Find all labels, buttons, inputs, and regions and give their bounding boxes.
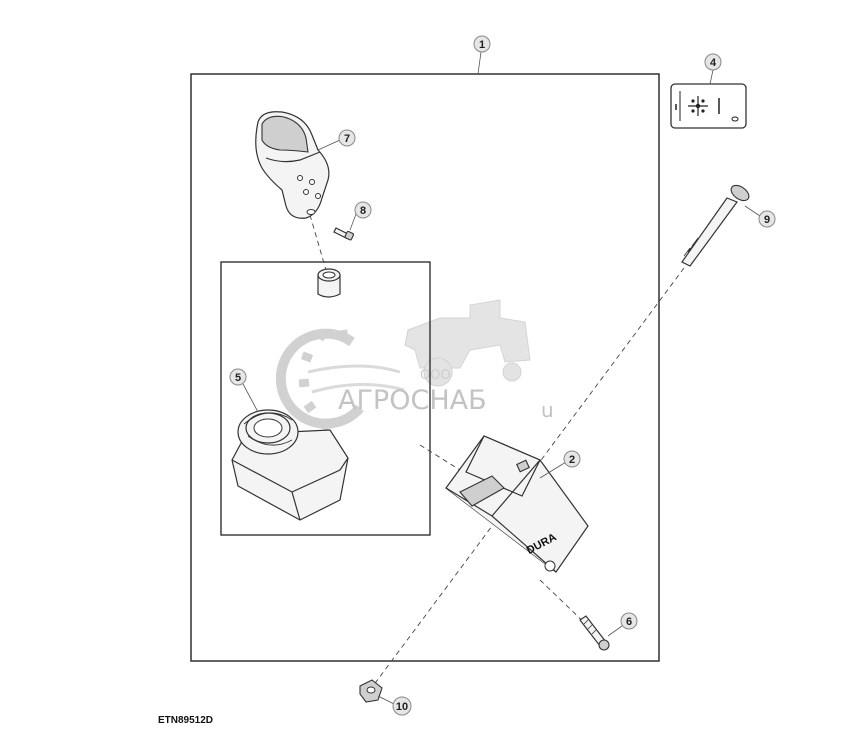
callout-5: 5 [229, 368, 247, 386]
shift-pattern-decal-icon [670, 83, 747, 129]
svg-text:9: 9 [764, 214, 770, 226]
svg-text:1: 1 [479, 39, 485, 51]
main-assembly-frame [190, 73, 660, 662]
inner-detail-frame [220, 261, 431, 536]
callout-4: 4 [704, 53, 722, 71]
screw-icon [579, 615, 610, 651]
shaft-sleeve-icon [317, 268, 341, 298]
callout-1: 1 [473, 35, 491, 53]
bolt-icon [681, 184, 750, 267]
callout-2: 2 [563, 450, 581, 468]
shift-knob-icon [255, 111, 330, 219]
drawing-code: ETN89512D [158, 715, 213, 726]
callout-7: 7 [338, 129, 356, 147]
svg-text:6: 6 [626, 616, 632, 628]
svg-text:2: 2 [569, 454, 575, 466]
svg-text:10: 10 [396, 701, 408, 713]
svg-text:4: 4 [710, 57, 717, 69]
callout-8: 8 [354, 201, 372, 219]
callout-9: 9 [758, 210, 776, 228]
assembly-line-knob [309, 214, 327, 271]
watermark-company-name: АГРОСНАБ [338, 385, 487, 416]
svg-text:7: 7 [344, 133, 350, 145]
nut-icon [359, 679, 383, 703]
gear-combine-logo-icon [275, 299, 531, 432]
callout-10: 10 [392, 696, 412, 716]
screw-icon [333, 227, 354, 241]
shifter-housing-icon: DURA [445, 435, 589, 573]
watermark: ООО АГРОСНАБ u [275, 299, 554, 432]
watermark-prefix: ООО [420, 368, 451, 383]
watermark-suffix: u [541, 398, 554, 422]
shift-boot-icon [231, 409, 349, 521]
callout-6: 6 [620, 612, 638, 630]
svg-text:5: 5 [235, 372, 241, 384]
assembly-line-boot [419, 444, 461, 471]
svg-text:8: 8 [360, 205, 366, 217]
